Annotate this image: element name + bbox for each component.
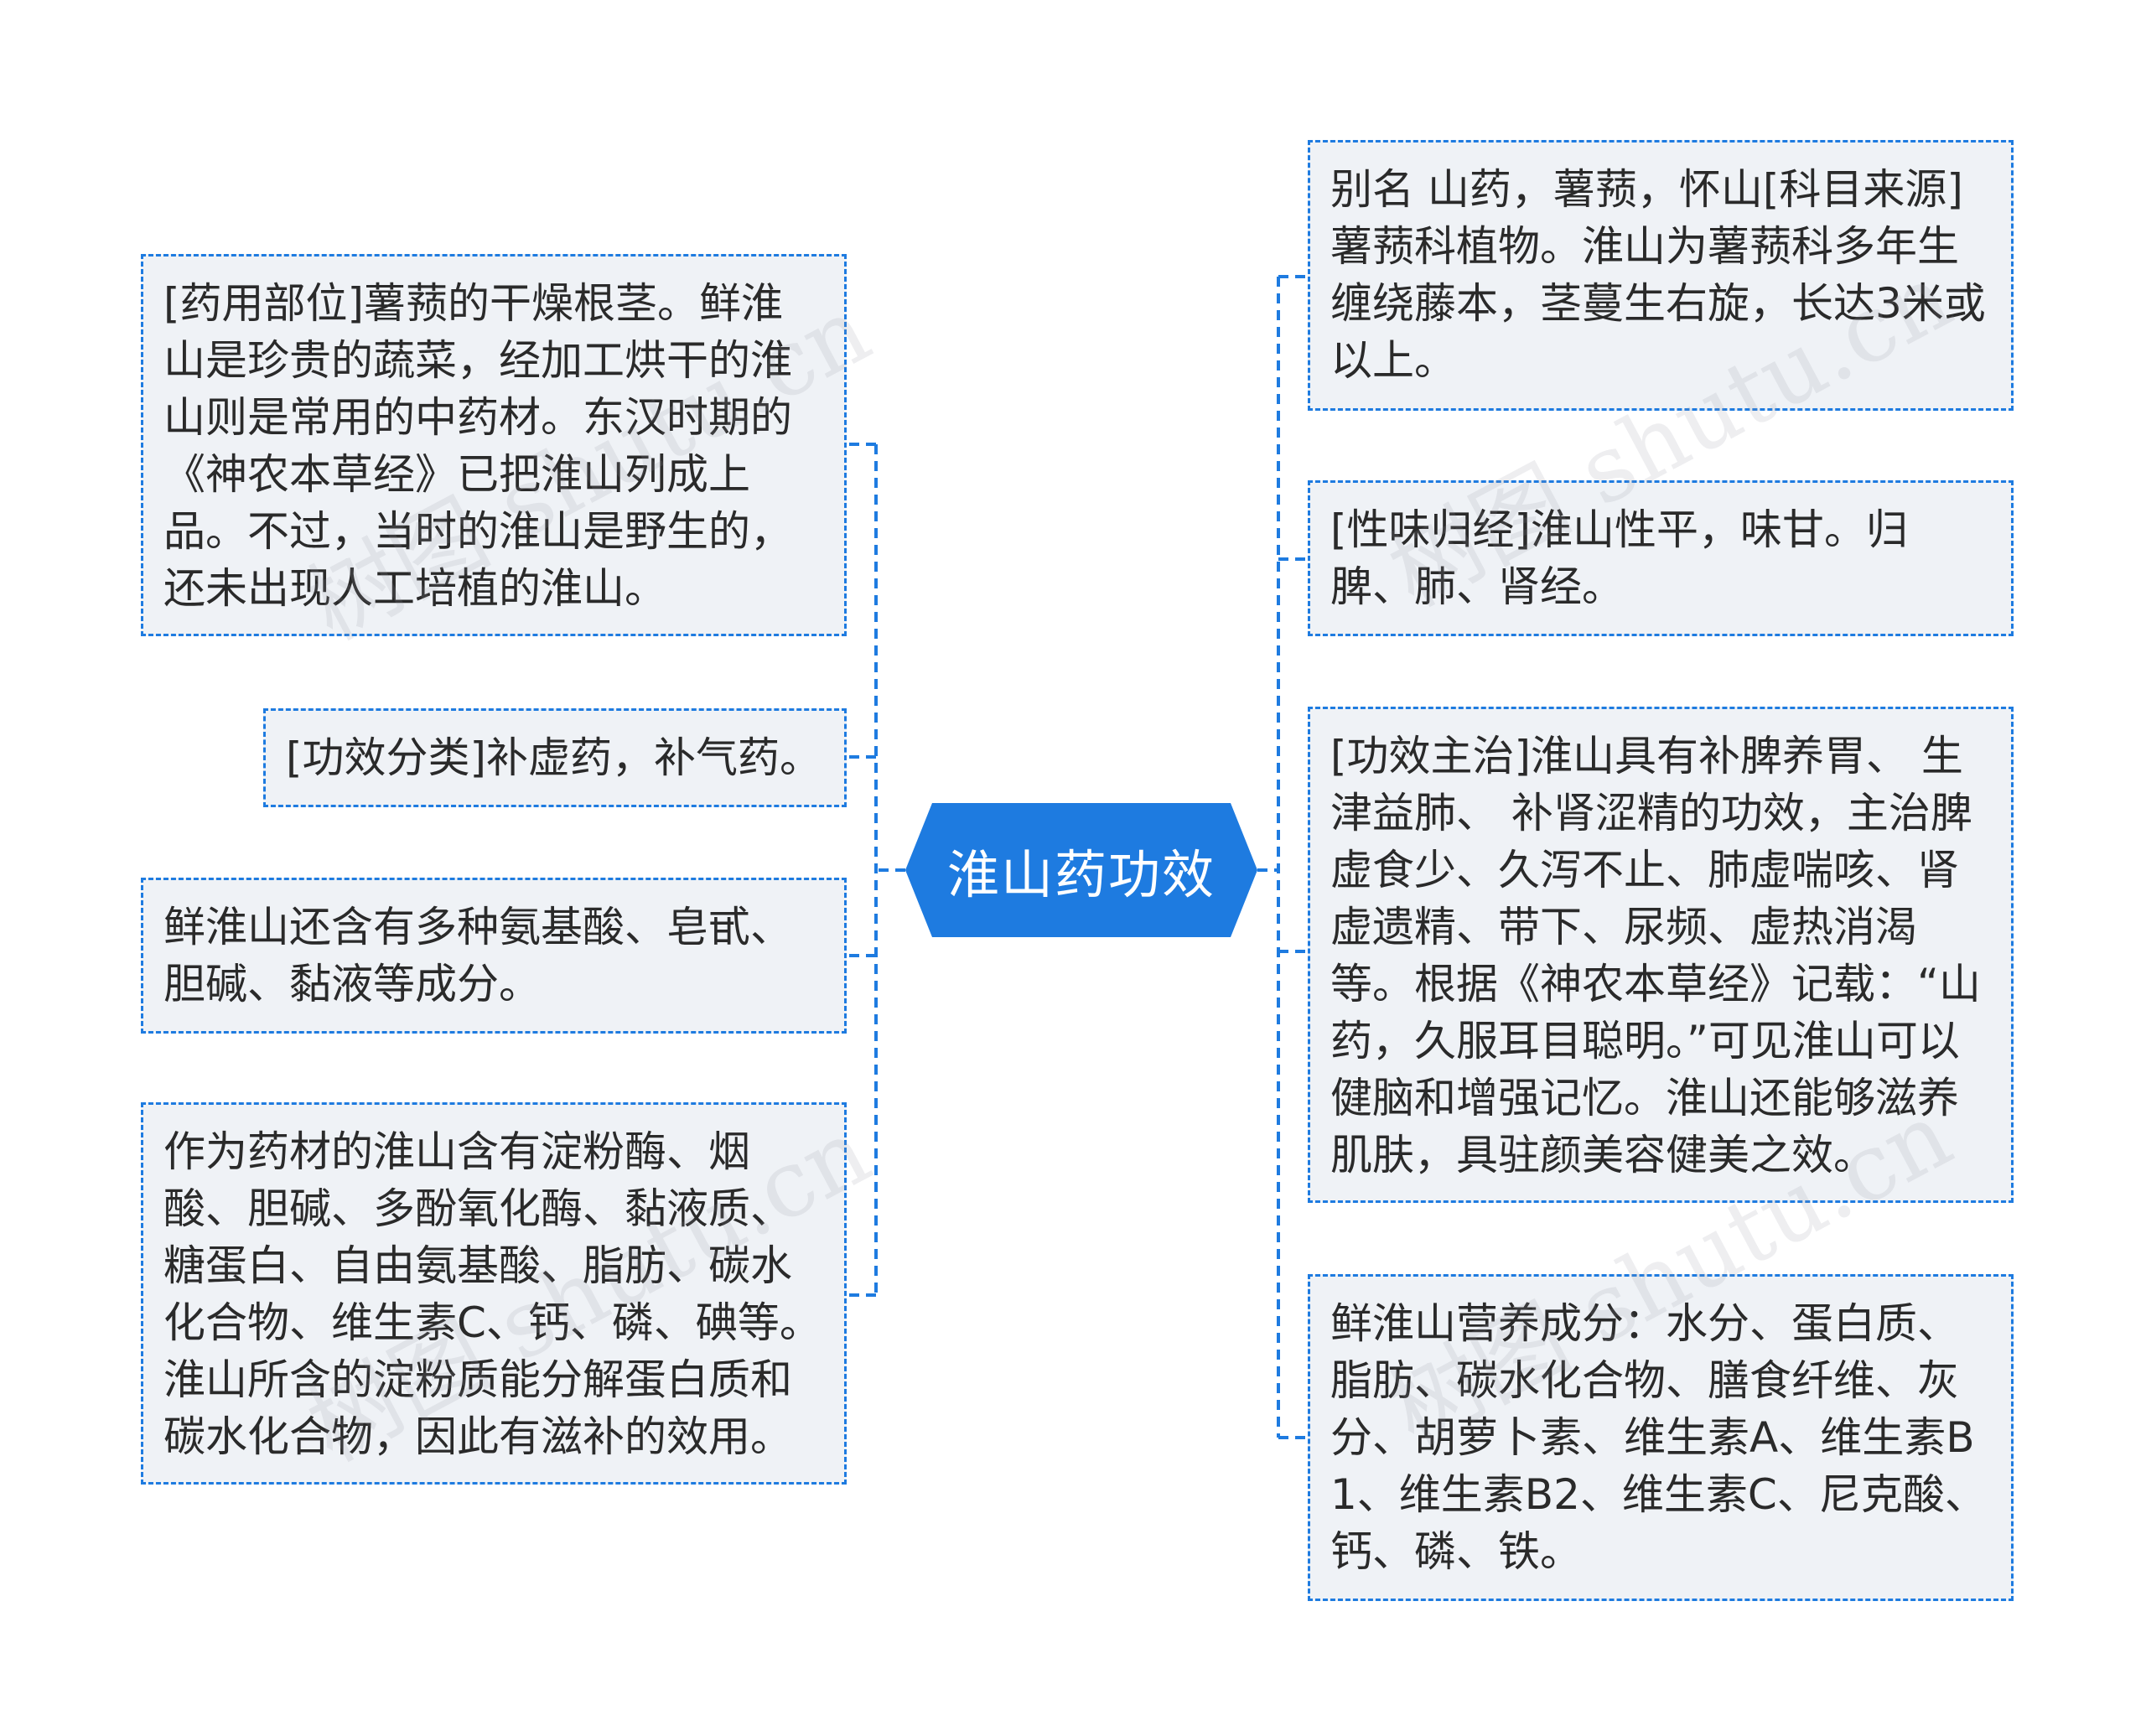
center-node-shape — [905, 803, 1257, 937]
node-right-3[interactable]: [功效主治]淮山具有补脾养胃、 生津益肺、 补肾涩精的功效，主治脾虚食少、久泻不… — [1308, 707, 2014, 1203]
node-left-4[interactable]: 作为药材的淮山含有淀粉酶、烟酸、胆碱、多酚氧化酶、黏液质、糖蛋白、自由氨基酸、脂… — [141, 1102, 847, 1485]
right-connectors — [1257, 275, 1308, 1439]
center-node-label[interactable]: 淮山药功效 — [946, 844, 1216, 905]
node-right-1[interactable]: 别名 山药，薯蓣，怀山[科目来源]薯蓣科植物。淮山为薯蓣科多年生缠绕藤本，茎蔓生… — [1308, 140, 2014, 411]
node-right-2[interactable]: [性味归经]淮山性平，味甘。归脾、肺、肾经。 — [1308, 480, 2014, 636]
left-connectors — [847, 443, 905, 1297]
node-left-2[interactable]: [功效分类]补虚药，补气药。 — [263, 708, 847, 807]
node-left-1[interactable]: [药用部位]薯蓣的干燥根茎。鲜淮山是珍贵的蔬菜，经加工烘干的淮山则是常用的中药材… — [141, 254, 847, 636]
node-right-4[interactable]: 鲜淮山营养成分：水分、蛋白质、脂肪、碳水化合物、膳食纤维、灰分、胡萝卜素、维生素… — [1308, 1274, 2014, 1601]
node-left-3[interactable]: 鲜淮山还含有多种氨基酸、皂甙、胆碱、黏液等成分。 — [141, 878, 847, 1034]
